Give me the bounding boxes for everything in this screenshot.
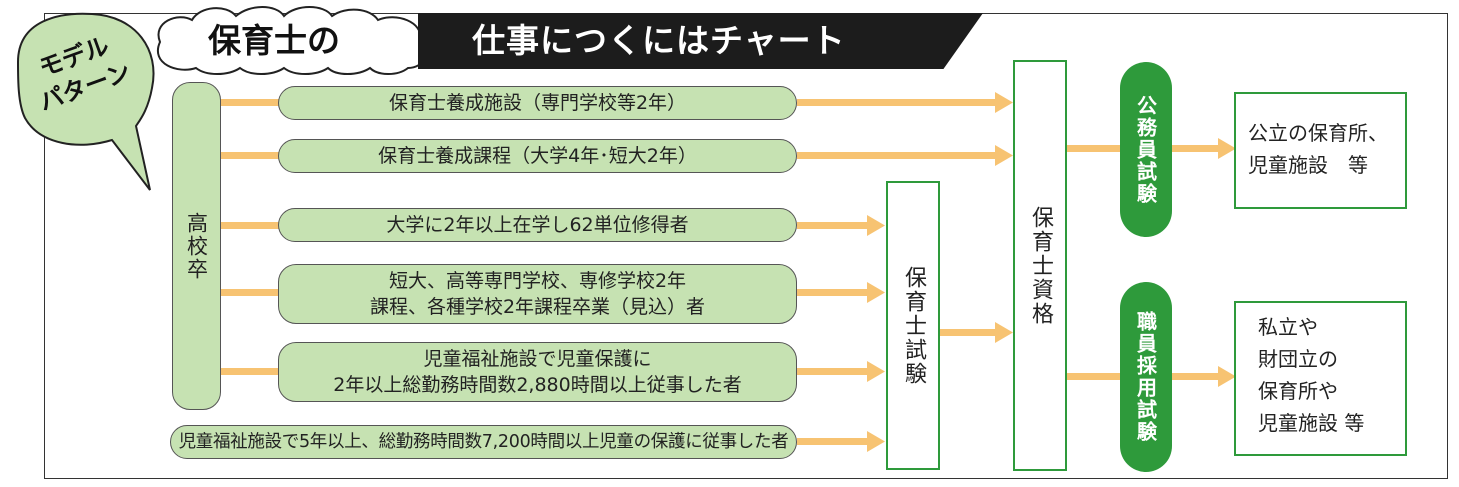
public-exam-pill: 公務員試験	[1120, 62, 1172, 237]
connector-line	[221, 222, 281, 229]
private-exam-to-dest-head	[1218, 366, 1236, 387]
private-destination-line1: 私立や	[1258, 315, 1318, 339]
private-exam-label: 職員採用試験	[1133, 311, 1158, 443]
public-exam-label: 公務員試験	[1133, 94, 1158, 205]
route-2-arrow-shaft	[797, 152, 997, 159]
private-exam-pill: 職員採用試験	[1120, 282, 1172, 472]
route-3-arrow-head	[867, 215, 885, 236]
route-5-arrow-head	[867, 361, 885, 382]
connector-line	[221, 99, 281, 106]
route-4-arrow-shaft	[797, 289, 869, 296]
route-1-arrow-shaft	[797, 99, 997, 106]
nursery-exam-label: 保育士試験	[901, 265, 926, 386]
public-destination-box: 公立の保育所、 児童施設 等	[1234, 92, 1407, 209]
route-1-arrow-head	[995, 92, 1013, 113]
connector-line	[221, 289, 281, 296]
route-4-line1: 短大、高等専門学校、専修学校2年	[388, 270, 687, 292]
public-exam-to-dest-head	[1218, 138, 1236, 159]
banner-title: 仕事につくにはチャート	[472, 21, 846, 60]
private-destination-line4: 児童施設 等	[1258, 411, 1365, 435]
route-4-arrow-head	[867, 282, 885, 303]
route-2-label: 保育士養成課程（大学4年･短大2年）	[378, 145, 697, 167]
route-5-line1: 児童福祉施設で児童保護に	[423, 348, 652, 370]
route-5-arrow-shaft	[797, 368, 869, 375]
exam-to-qualification-head	[995, 322, 1013, 343]
route-4-line2: 課程、各種学校2年課程卒業（見込）者	[369, 296, 706, 318]
connector-line	[221, 152, 281, 159]
route-3-arrow-shaft	[797, 222, 869, 229]
private-destination-box: 私立や 財団立の 保育所や 児童施設 等	[1234, 301, 1407, 456]
route-6-label: 児童福祉施設で5年以上、総勤務時間数7,200時間以上児童の保護に従事した者	[178, 432, 789, 452]
nursery-exam-box: 保育士試験	[886, 181, 940, 470]
route-6-arrow-head	[867, 431, 885, 452]
route-2-arrow-head	[995, 145, 1013, 166]
private-exam-to-dest-shaft	[1170, 373, 1220, 380]
route-4-pill: 短大、高等専門学校、専修学校2年 課程、各種学校2年課程卒業（見込）者	[278, 264, 797, 324]
qualification-label: 保育士資格	[1028, 205, 1053, 326]
route-2-pill: 保育士養成課程（大学4年･短大2年）	[278, 139, 797, 173]
route-1-pill: 保育士養成施設（専門学校等2年）	[278, 86, 797, 120]
private-destination-line3: 保育所や	[1258, 379, 1338, 403]
route-5-pill: 児童福祉施設で児童保護に 2年以上総勤務時間数2,880時間以上従事した者	[278, 342, 797, 402]
route-1-label: 保育士養成施設（専門学校等2年）	[388, 92, 687, 114]
high-school-box: 高校卒	[172, 82, 221, 410]
public-destination-line2: 児童施設 等	[1248, 153, 1368, 177]
route-6-pill: 児童福祉施設で5年以上、総勤務時間数7,200時間以上児童の保護に従事した者	[170, 425, 797, 459]
private-destination-line2: 財団立の	[1258, 347, 1338, 371]
public-destination-line1: 公立の保育所、	[1248, 121, 1388, 145]
route-3-pill: 大学に2年以上在学し62単位修得者	[278, 208, 797, 242]
public-exam-to-dest-shaft	[1170, 145, 1220, 152]
speech-bubble	[16, 12, 155, 191]
qualification-to-public-exam	[1066, 145, 1122, 152]
high-school-label: 高校卒	[184, 211, 209, 281]
exam-to-qualification-shaft	[940, 329, 997, 336]
cloud-title: 保育士の	[208, 21, 340, 60]
route-6-arrow-shaft	[797, 438, 869, 445]
route-3-label: 大学に2年以上在学し62単位修得者	[386, 214, 689, 236]
qualification-to-private-exam	[1066, 373, 1122, 380]
qualification-box: 保育士資格	[1013, 60, 1067, 471]
title-banner	[418, 13, 983, 69]
connector-line	[221, 368, 281, 375]
route-5-line2: 2年以上総勤務時間数2,880時間以上従事した者	[333, 374, 742, 396]
